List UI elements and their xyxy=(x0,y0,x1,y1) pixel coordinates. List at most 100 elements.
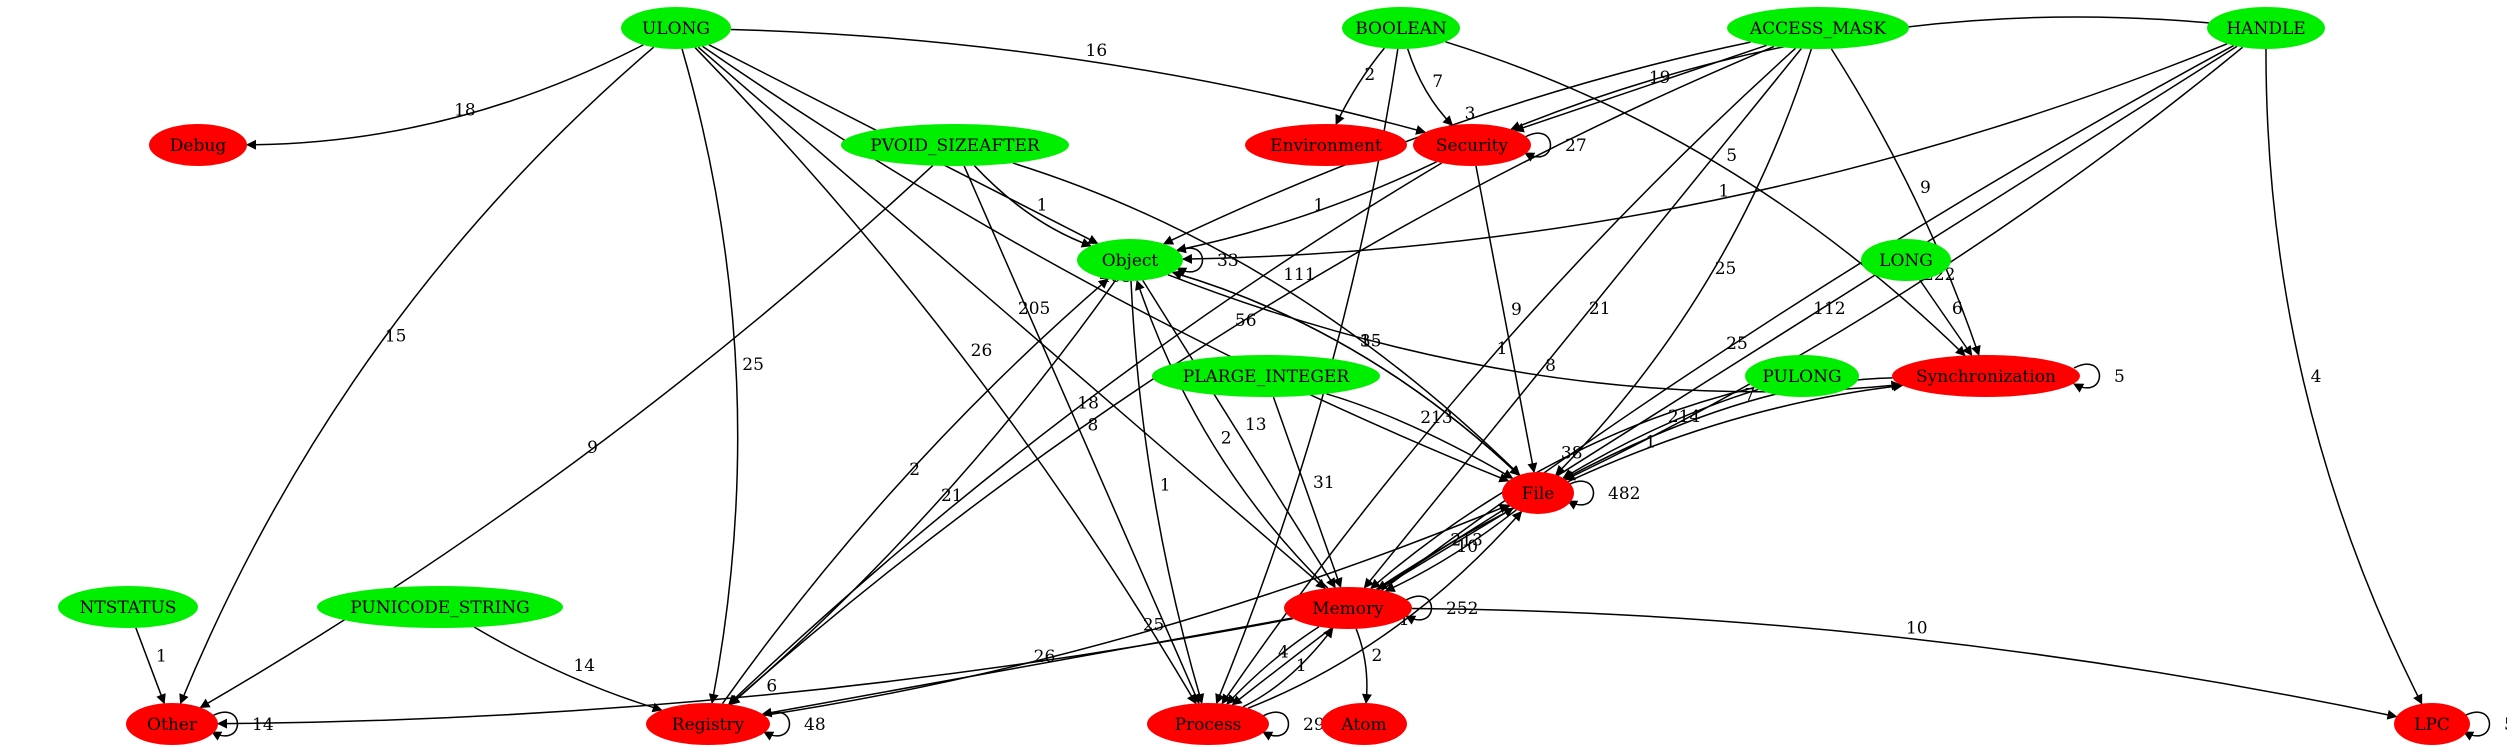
edge-label: 48 xyxy=(804,715,826,735)
edge-object-to-registry: 21 xyxy=(729,279,1117,706)
node-label: PUNICODE_STRING xyxy=(350,598,530,618)
edge-line xyxy=(1142,279,1336,589)
edge-label: 18 xyxy=(454,100,476,120)
edge-line xyxy=(1363,48,1802,589)
edge-label: 25 xyxy=(1143,615,1165,635)
edge-line xyxy=(729,45,1775,706)
edge-line xyxy=(681,48,739,705)
edge-label: 25 xyxy=(1715,259,1737,279)
node-label: Registry xyxy=(672,715,745,735)
edge-line xyxy=(1242,627,1334,708)
edge-line xyxy=(199,165,934,709)
node-ellipse xyxy=(1147,703,1269,745)
edge-line xyxy=(1406,48,1454,126)
edge-ulong-to-memory: 205 xyxy=(697,46,1327,590)
edge-label: 1 xyxy=(156,647,167,667)
node-debug: Debug xyxy=(149,124,247,166)
edge-line xyxy=(1567,480,1595,510)
edge-label: 205 xyxy=(1018,299,1050,319)
edge-label: 8 xyxy=(1545,356,1556,376)
node-label: Synchronization xyxy=(1916,367,2056,387)
edge-access_mask-to-object: 3 xyxy=(1162,41,1751,245)
node-label: Atom xyxy=(1340,715,1386,735)
edge-line xyxy=(1376,381,1904,590)
edge-line xyxy=(1513,44,1767,133)
edge-synchronization-to-synchronization: 5 xyxy=(2073,363,2125,393)
edge-registry-to-registry: 48 xyxy=(763,711,826,741)
edge-label: 482 xyxy=(1608,484,1640,504)
node-label: ULONG xyxy=(642,19,710,39)
node-ellipse xyxy=(1342,7,1460,49)
edge-label: 5 xyxy=(2114,367,2125,387)
edge-line xyxy=(1335,47,1385,126)
edge-label: 38 xyxy=(1561,444,1583,464)
node-ellipse xyxy=(58,586,198,628)
node-ellipse xyxy=(1077,239,1183,281)
node-ellipse xyxy=(1152,355,1380,397)
node-memory: Memory xyxy=(1284,587,1412,629)
edge-label: 4 xyxy=(2311,367,2322,387)
node-label: HANDLE xyxy=(2226,19,2305,39)
edge-access_mask-to-registry: 56 xyxy=(729,45,1775,706)
edge-label: 8 xyxy=(1088,416,1099,436)
node-ellipse xyxy=(1245,124,1407,166)
edge-label: 26 xyxy=(971,341,993,361)
edge-label: 33 xyxy=(1217,251,1239,271)
node-ellipse xyxy=(1321,703,1407,745)
edge-memory-to-synchronization: 1 xyxy=(1376,381,1904,590)
node-punicode-string: PUNICODE_STRING xyxy=(317,586,563,628)
edge-label: 5 xyxy=(1726,146,1737,166)
edge-label: 112 xyxy=(1813,299,1845,319)
node-label: Debug xyxy=(170,136,227,156)
node-handle: HANDLE xyxy=(2207,7,2325,49)
node-label: Process xyxy=(1175,715,1242,735)
node-access-mask: ACCESS_MASK xyxy=(1727,7,1909,49)
edge-line xyxy=(1411,607,2398,720)
node-label: PVOID_SIZEAFTER xyxy=(870,136,1041,156)
edge-boolean-to-synchronization: 5 xyxy=(1445,41,1966,357)
edge-label: 9 xyxy=(587,438,598,458)
node-environment: Environment xyxy=(1245,124,1407,166)
edge-label: 10 xyxy=(1906,618,1928,638)
edge-access_mask-to-security: 19 xyxy=(1513,44,1767,133)
edge-memory-to-object: 2 xyxy=(1135,279,1329,589)
edge-line xyxy=(729,279,1117,706)
edge-line xyxy=(963,165,1200,705)
node-security: Security xyxy=(1413,124,1531,166)
node-pvoid-sizeafter: PVOID_SIZEAFTER xyxy=(841,124,1069,166)
edge-line xyxy=(694,47,1197,705)
edge-line xyxy=(1262,711,1290,741)
edge-ulong-to-other: 15 xyxy=(179,46,655,705)
edge-line xyxy=(1370,386,1755,590)
edge-label: 1 xyxy=(1645,432,1656,452)
edge-label: 21 xyxy=(1589,299,1611,319)
edge-file-to-file: 482 xyxy=(1567,480,1640,510)
edge-line xyxy=(1378,507,1514,591)
edge-label: 214 xyxy=(1668,407,1700,427)
node-plarge-integer: PLARGE_INTEGER xyxy=(1152,355,1380,397)
edge-line xyxy=(1162,41,1751,245)
edge-label: 18 xyxy=(1077,394,1099,414)
node-label: File xyxy=(1522,484,1555,504)
edge-label: 26 xyxy=(1034,647,1056,667)
edge-synchronization-to-file: 7 xyxy=(1563,377,1893,480)
node-label: Environment xyxy=(1270,136,1382,156)
edge-label: 9 xyxy=(1920,178,1931,198)
edge-label: 2 xyxy=(909,460,920,480)
edge-memory-to-registry: 26 xyxy=(761,617,1293,718)
edge-memory-to-process: 4 xyxy=(1226,626,1320,705)
node-ellipse xyxy=(1745,355,1859,397)
edge-registry-to-file: 25 xyxy=(764,503,1510,717)
node-ellipse xyxy=(841,124,1069,166)
node-label: Object xyxy=(1102,251,1159,271)
edge-handle-to-lpc: 4 xyxy=(2265,48,2423,705)
edge-line xyxy=(763,711,791,741)
edge-boolean-to-security: 7 xyxy=(1406,48,1454,126)
edge-line xyxy=(730,28,1427,135)
node-long: LONG xyxy=(1861,239,1951,281)
edge-line xyxy=(211,711,239,741)
edge-access_mask-to-memory: 21 xyxy=(1363,48,1802,589)
edge-label: 111 xyxy=(1283,265,1315,285)
edge-line xyxy=(1562,388,1759,479)
